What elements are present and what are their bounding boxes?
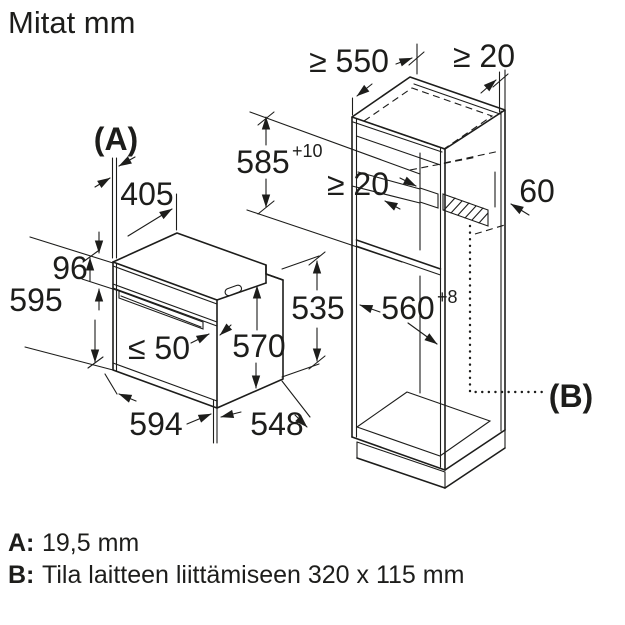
page-title: Mitat mm [8, 5, 135, 40]
dim-548-label: 548 [250, 406, 303, 442]
dim-min20-vent-label: ≥ 20 [327, 166, 389, 202]
dim-405-label: 405 [120, 176, 173, 212]
cabinet-drawing [351, 76, 544, 489]
cabinet-plinth [351, 429, 506, 489]
connection-space-line [468, 224, 544, 394]
oven-door-handle [118, 290, 204, 330]
dim-max50-label: ≤ 50 [128, 330, 190, 366]
vent-slot [419, 187, 439, 209]
cabinet-top-hidden-edges [362, 87, 494, 150]
oven-drawing [112, 232, 284, 409]
dim-595-label: 595 [9, 282, 62, 318]
dim-560-label: 560 [381, 290, 434, 326]
dimension-annotations [24, 43, 530, 444]
dim-96-label: 96 [52, 250, 88, 286]
cabinet-floor [355, 391, 492, 457]
vent-duct-hatch [442, 193, 489, 227]
dim-570-label: 570 [232, 328, 285, 364]
dim-min20-top-label: ≥ 20 [453, 38, 515, 74]
oven-side-grip-icon [224, 284, 243, 297]
dim-585-label: 585 [236, 144, 289, 180]
dim-560-tolerance: +8 [437, 287, 458, 307]
dim-60-label: 60 [519, 173, 555, 209]
dim-594-label: 594 [129, 406, 182, 442]
ref-b-label: (B) [549, 378, 593, 414]
legend: A: 19,5 mm B: Tila laitteen liittämiseen… [8, 529, 464, 589]
legend-a-key: A: [8, 529, 34, 557]
labels: Mitat mm (A) 405 96 595 ≤ 50 570 594 548… [8, 5, 593, 442]
legend-a-value: 19,5 mm [42, 529, 139, 557]
legend-b-value: Tila laitteen liittämiseen 320 x 115 mm [42, 561, 464, 589]
legend-b-key: B: [8, 561, 34, 589]
dim-min550-label: ≥ 550 [309, 43, 389, 79]
ref-a-label: (A) [94, 121, 138, 157]
dim-535-label: 535 [291, 290, 344, 326]
dim-585-tolerance: +10 [292, 141, 323, 161]
